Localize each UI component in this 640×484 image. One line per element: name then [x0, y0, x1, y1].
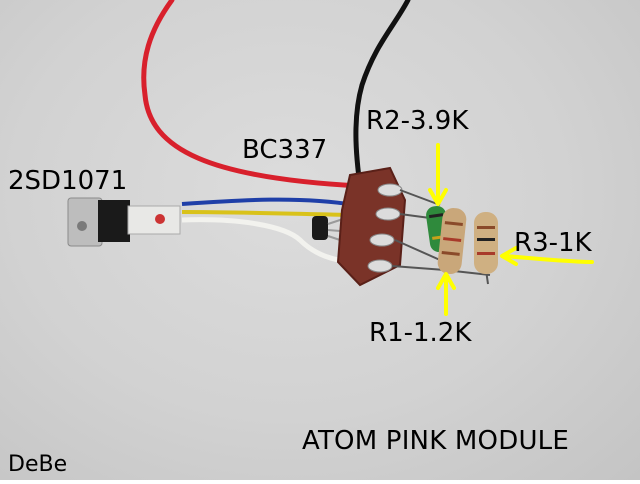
label-module-title: ATOM PINK MODULE [302, 426, 569, 456]
label-r1: R1-1.2K [369, 318, 472, 348]
resistor-r1 [437, 208, 467, 274]
annotation-arrows [428, 143, 594, 316]
black-wire [353, 0, 411, 203]
power-transistor [67, 197, 181, 247]
circuit-board [336, 166, 407, 287]
label-r2: R2-3.9K [366, 106, 469, 136]
resistor-r3 [474, 212, 498, 274]
white-wire [181, 217, 361, 265]
yellow-wire [181, 210, 356, 217]
arrow-r2 [428, 143, 448, 206]
label-2sd1071: 2SD1071 [8, 166, 128, 196]
label-r3: R3-1K [514, 228, 592, 258]
blue-wire [181, 197, 356, 207]
red-wire [141, 0, 363, 189]
label-author: DeBe [8, 452, 68, 477]
arrow-r3 [500, 246, 594, 266]
label-bc337: BC337 [242, 135, 328, 165]
solder-joints [367, 183, 403, 273]
arrow-r1 [436, 272, 456, 316]
component-leads [391, 189, 491, 285]
